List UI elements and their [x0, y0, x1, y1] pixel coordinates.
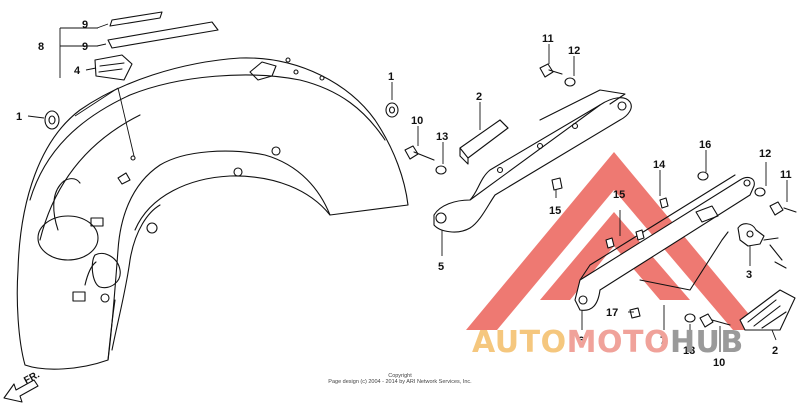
callout-1-left: 1 — [16, 111, 22, 123]
watermark-hub: HUB — [669, 325, 744, 360]
decal-strips — [94, 11, 219, 81]
callout-1-right: 1 — [388, 71, 394, 83]
reflector — [739, 289, 796, 331]
watermark-text: AUTOMOTOHUB — [472, 325, 744, 360]
watermark-auto: AUTO — [472, 325, 567, 360]
callout-15-right: 15 — [613, 189, 625, 201]
callout-13-top: 13 — [436, 131, 448, 143]
callout-6: 6 — [578, 335, 584, 347]
rail-bracket-left — [433, 89, 632, 233]
callout-16: 16 — [699, 139, 711, 151]
callout-2-top: 2 — [476, 91, 482, 103]
watermark-logo — [466, 152, 762, 330]
rubber-pad-top — [459, 119, 509, 165]
callout-10-top: 10 — [411, 115, 423, 127]
grommets — [44, 102, 399, 130]
callout-8: 8 — [38, 41, 44, 53]
helmet-lock — [737, 223, 787, 269]
fasteners-top — [404, 63, 576, 191]
callout-3: 3 — [746, 269, 752, 281]
callout-labels: 9 9 8 4 1 1 2 10 13 11 12 5 15 14 15 16 … — [16, 19, 792, 369]
callout-15-left: 15 — [549, 205, 561, 217]
callout-12-right: 12 — [759, 148, 771, 160]
callout-10-bottom: 10 — [713, 357, 725, 369]
callout-17: 17 — [606, 307, 618, 319]
callout-9-top: 9 — [82, 19, 88, 31]
front-direction-arrow: FR. — [3, 369, 42, 403]
copyright-notice: Copyright Page design (c) 2004 - 2014 by… — [300, 373, 500, 385]
callout-5: 5 — [438, 261, 444, 273]
fr-label: FR. — [22, 369, 42, 386]
leader-lines — [27, 23, 788, 352]
watermark-moto: MOTO — [566, 325, 670, 360]
callout-11-right: 11 — [780, 169, 792, 181]
fasteners-right — [629, 171, 797, 328]
callout-4: 4 — [74, 65, 81, 77]
copyright-line2: Page design (c) 2004 - 2014 by ARI Netwo… — [328, 379, 472, 385]
callout-7: 7 — [660, 335, 666, 347]
callout-12-top: 12 — [568, 45, 580, 57]
callout-13-bottom: 13 — [683, 345, 695, 357]
rail-bracket-right — [574, 174, 755, 311]
callout-9: 9 — [82, 41, 88, 53]
callout-14: 14 — [653, 159, 666, 171]
callout-11-top: 11 — [542, 33, 554, 45]
callout-2-bottom: 2 — [772, 345, 778, 357]
rear-fender — [16, 57, 409, 370]
copyright-line1: Copyright — [388, 373, 412, 379]
